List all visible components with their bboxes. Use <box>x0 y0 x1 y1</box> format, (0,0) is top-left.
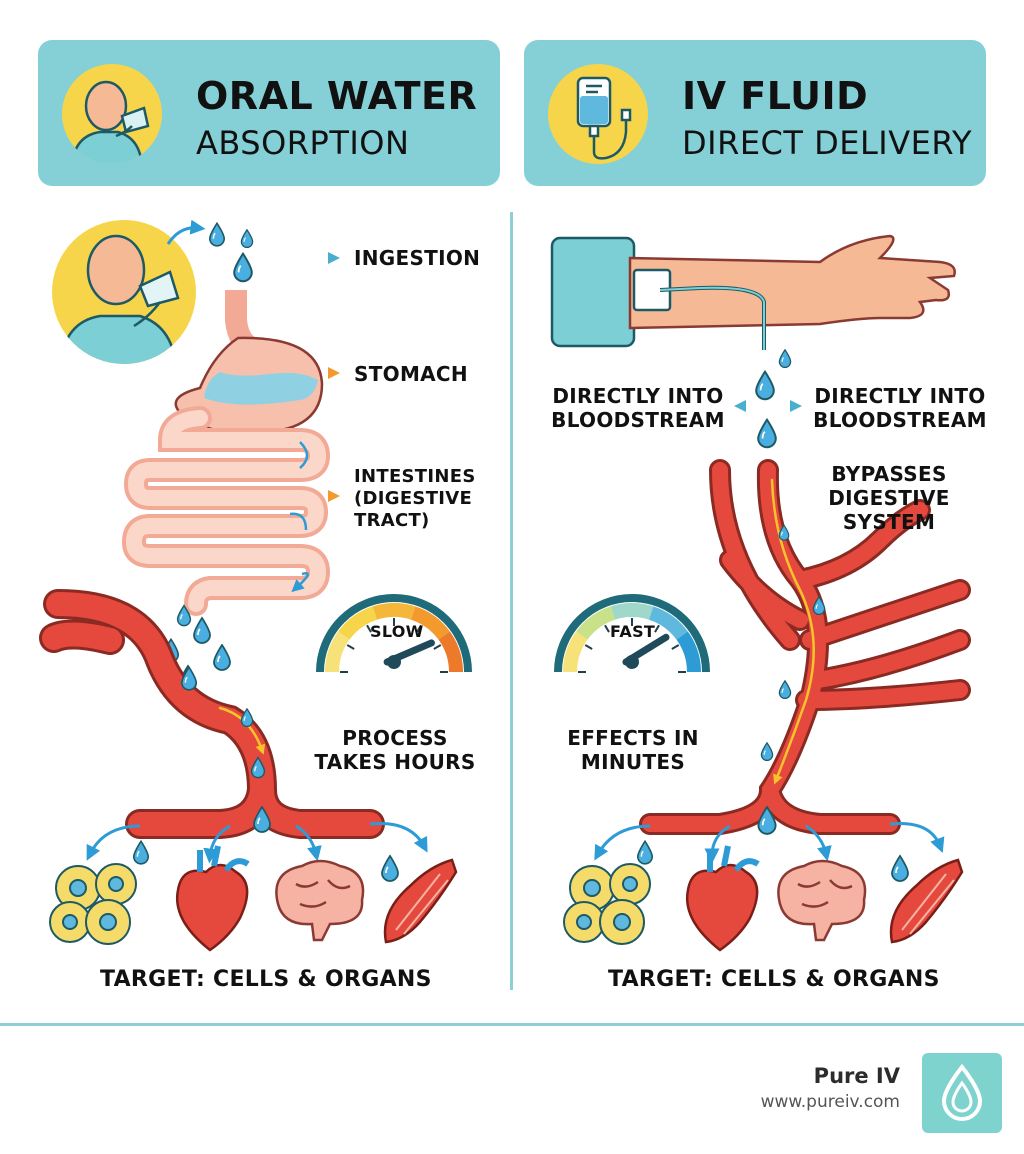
iv-bypass-line1: BYPASSES <box>831 462 947 486</box>
slow-gauge-band <box>338 606 378 640</box>
iv-bag-icon <box>548 64 648 164</box>
iv-into-bloodstream-left: DIRECTLY INTO BLOODSTREAM <box>548 384 728 432</box>
iv-into-bloodstream-right: DIRECTLY INTO BLOODSTREAM <box>810 384 990 432</box>
slow-gauge-tick <box>433 644 442 650</box>
iv-header-title: IV FLUID <box>682 74 869 118</box>
right-muscle-icon <box>889 858 964 944</box>
iv-caption-line2: MINUTES <box>580 750 686 774</box>
right-brain-icon <box>777 859 867 942</box>
left-heart-icon <box>175 845 250 952</box>
brand-name: Pure IV <box>813 1064 900 1088</box>
oral-caption-line1: PROCESS <box>342 726 448 750</box>
iv-header-subtitle: DIRECT DELIVERY <box>682 124 973 162</box>
slow-gauge-band <box>325 631 350 673</box>
iv-target-caption: TARGET: CELLS & ORGANS <box>608 967 940 992</box>
iv-caption: EFFECTS IN MINUTES <box>548 726 718 774</box>
fast-gauge-hub <box>625 655 639 669</box>
iv-bypass-line3: SYSTEM <box>842 510 936 534</box>
step-stomach: STOMACH <box>354 362 468 386</box>
oral-header-subtitle: ABSORPTION <box>196 124 410 162</box>
person-drinking-icon <box>62 64 162 164</box>
step-intestines-line1: INTESTINES <box>354 466 476 487</box>
left-brain-icon <box>275 859 365 942</box>
slow-gauge-tick <box>346 644 355 650</box>
brand-logo-icon <box>922 1053 1002 1133</box>
left-muscle-icon <box>383 858 458 944</box>
fast-gauge-band <box>676 631 701 673</box>
right-cells-icon <box>563 863 651 945</box>
iv-bypass-caption: BYPASSES DIGESTIVE SYSTEM <box>822 462 956 534</box>
slow-gauge-band <box>372 603 416 620</box>
left-cells-icon <box>49 863 137 945</box>
fast-gauge-rim <box>554 594 710 673</box>
oral-header-panel: ORAL WATER ABSORPTION <box>38 40 500 186</box>
slow-gauge-label: SLOW <box>370 622 424 641</box>
fast-gauge-band <box>648 606 688 640</box>
oral-target-caption: TARGET: CELLS & ORGANS <box>100 967 432 992</box>
fast-gauge-band <box>610 603 654 620</box>
iv-header-panel: IV FLUID DIRECT DELIVERY <box>524 40 986 186</box>
step-ingestion: INGESTION <box>354 246 481 270</box>
slow-gauge-tick <box>416 624 422 633</box>
left-blood-vessel <box>39 589 385 839</box>
step-intestines: INTESTINES (DIGESTIVE TRACT) <box>354 466 476 532</box>
drinking-person-illustration <box>52 219 206 364</box>
oral-header-title: ORAL WATER <box>196 74 478 118</box>
iv-caption-line1: EFFECTS IN <box>567 726 699 750</box>
iv-into-left-line2: BLOODSTREAM <box>551 408 725 432</box>
slow-gauge-hub <box>387 655 401 669</box>
slow-gauge-band <box>438 631 463 673</box>
fast-gauge-label: FAST <box>610 622 656 641</box>
fast-gauge-band <box>576 606 616 640</box>
iv-into-left-line1: DIRECTLY INTO <box>552 384 724 408</box>
iv-into-right-line1: DIRECTLY INTO <box>814 384 986 408</box>
iv-into-right-line2: BLOODSTREAM <box>813 408 987 432</box>
step-intestines-line2: (DIGESTIVE <box>354 488 473 509</box>
slow-gauge-rim <box>316 594 472 673</box>
digestive-tract-illustration <box>121 290 331 616</box>
fast-gauge-band <box>563 631 588 673</box>
iv-bypass-line2: DIGESTIVE <box>828 486 950 510</box>
fast-gauge <box>554 594 710 673</box>
step-intestines-line3: TRACT) <box>354 510 430 531</box>
arm-with-iv-illustration <box>550 234 956 350</box>
fast-gauge-tick <box>654 624 660 633</box>
right-heart-icon <box>685 845 760 952</box>
slow-gauge-band <box>410 606 450 640</box>
right-blood-vessel <box>639 459 971 835</box>
slow-gauge-tick <box>366 624 372 633</box>
brand-url: www.pureiv.com <box>760 1092 900 1112</box>
fast-gauge-tick <box>671 644 680 650</box>
fast-gauge-tick <box>604 624 610 633</box>
fast-gauge-tick <box>584 644 593 650</box>
oral-caption: PROCESS TAKES HOURS <box>310 726 480 774</box>
slow-gauge <box>316 594 472 673</box>
footer-divider <box>0 1023 1024 1026</box>
oral-caption-line2: TAKES HOURS <box>314 750 476 774</box>
panel-divider <box>510 212 513 990</box>
